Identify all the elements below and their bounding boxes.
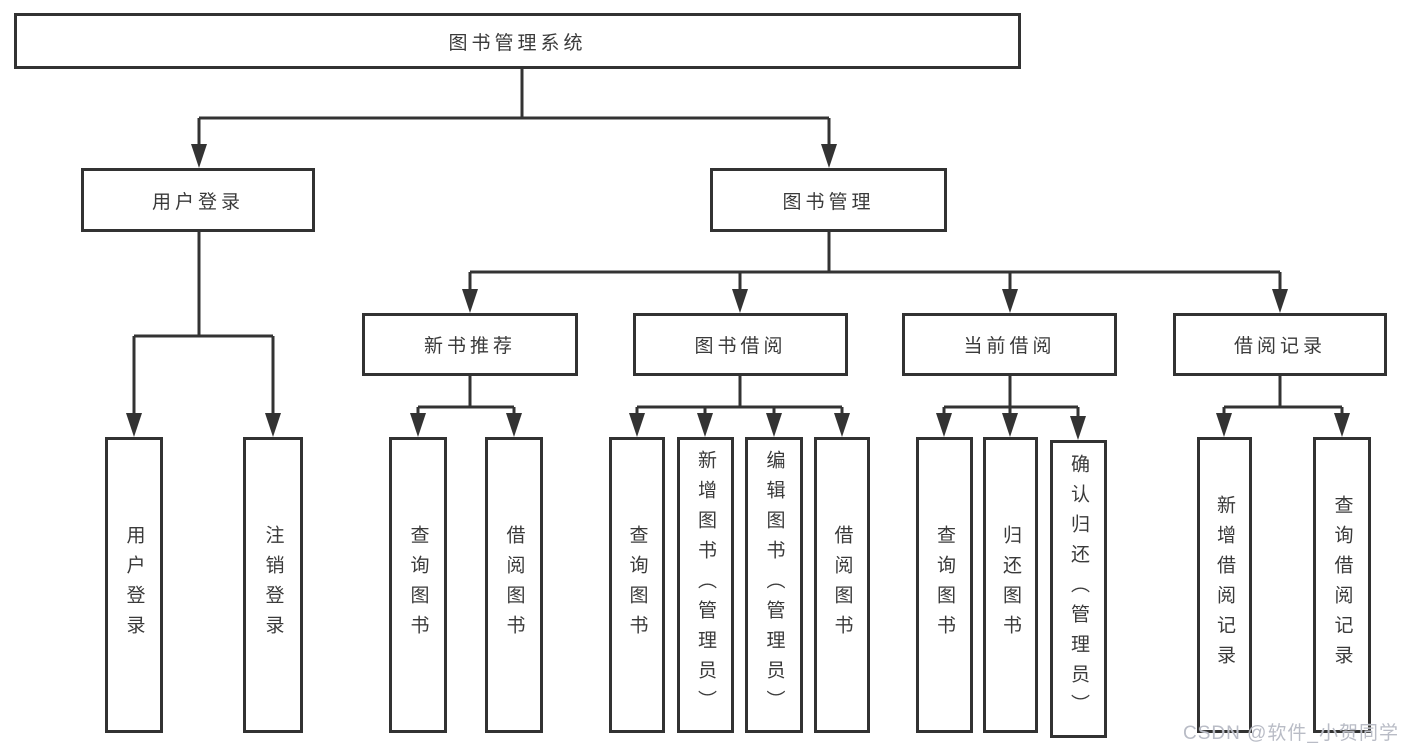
node-label: 新增借阅记录 [1214,495,1235,675]
node-leaf-return-books: 归还图书 [983,437,1038,733]
node-label: 查询图书 [934,525,955,645]
node-leaf-add-books-admin: 新增图书（管理员） [677,437,734,733]
node-leaf-logout: 注销登录 [243,437,303,733]
node-leaf-edit-books-admin: 编辑图书（管理员） [745,437,803,733]
node-label: 图书管理系统 [448,32,587,54]
node-leaf-add-borrow-record: 新增借阅记录 [1197,437,1252,733]
node-label: 用户登录 [123,525,145,645]
node-label: 新增图书（管理员） [695,450,716,720]
node-label: 图书借阅 [694,336,787,357]
node-label: 当前借阅 [963,336,1056,357]
node-leaf-query-borrow-record: 查询借阅记录 [1313,437,1371,733]
node-user-login-branch: 用户登录 [81,168,315,232]
node-leaf-user-login: 用户登录 [105,437,163,733]
node-leaf-borrow-books-recommend: 借阅图书 [485,437,543,733]
node-label: 查询图书 [407,525,429,645]
node-label: 查询借阅记录 [1331,495,1353,675]
connector-bookmgmt-to-level3 [462,232,1288,313]
node-book-management-branch: 图书管理 [710,168,947,232]
node-label: 借阅图书 [503,525,525,645]
node-label: 确认归还（管理员） [1068,454,1089,724]
node-label: 图书管理 [782,191,875,213]
csdn-watermark: CSDN @软件_小贺同学 [1183,723,1399,744]
node-label: 借阅记录 [1233,336,1326,357]
node-label: 借阅图书 [831,525,853,645]
node-leaf-query-books-borrow: 查询图书 [609,437,665,733]
node-leaf-query-books-current: 查询图书 [916,437,973,733]
node-book-borrowing: 图书借阅 [633,313,848,376]
connector-records-to-children [1216,376,1350,437]
node-label: 用户登录 [151,191,244,213]
node-label: 编辑图书（管理员） [763,450,785,720]
node-label: 新书推荐 [423,336,516,357]
node-current-borrowing: 当前借阅 [902,313,1117,376]
node-leaf-confirm-return-admin: 确认归还（管理员） [1050,440,1107,738]
node-leaf-query-books-recommend: 查询图书 [389,437,447,733]
node-label: 归还图书 [1000,525,1021,645]
node-new-book-recommend: 新书推荐 [362,313,578,376]
connector-borrow-to-children [629,376,850,437]
node-root-system: 图书管理系统 [14,13,1021,69]
connector-newbooks-to-children [410,376,522,437]
connector-root-to-level2 [191,69,837,168]
connector-userlogin-to-children [126,232,281,437]
node-label: 查询图书 [626,525,648,645]
node-leaf-borrow-books: 借阅图书 [814,437,870,733]
node-borrowing-records: 借阅记录 [1173,313,1387,376]
node-label: 注销登录 [262,525,284,645]
connector-current-to-children [936,376,1086,440]
